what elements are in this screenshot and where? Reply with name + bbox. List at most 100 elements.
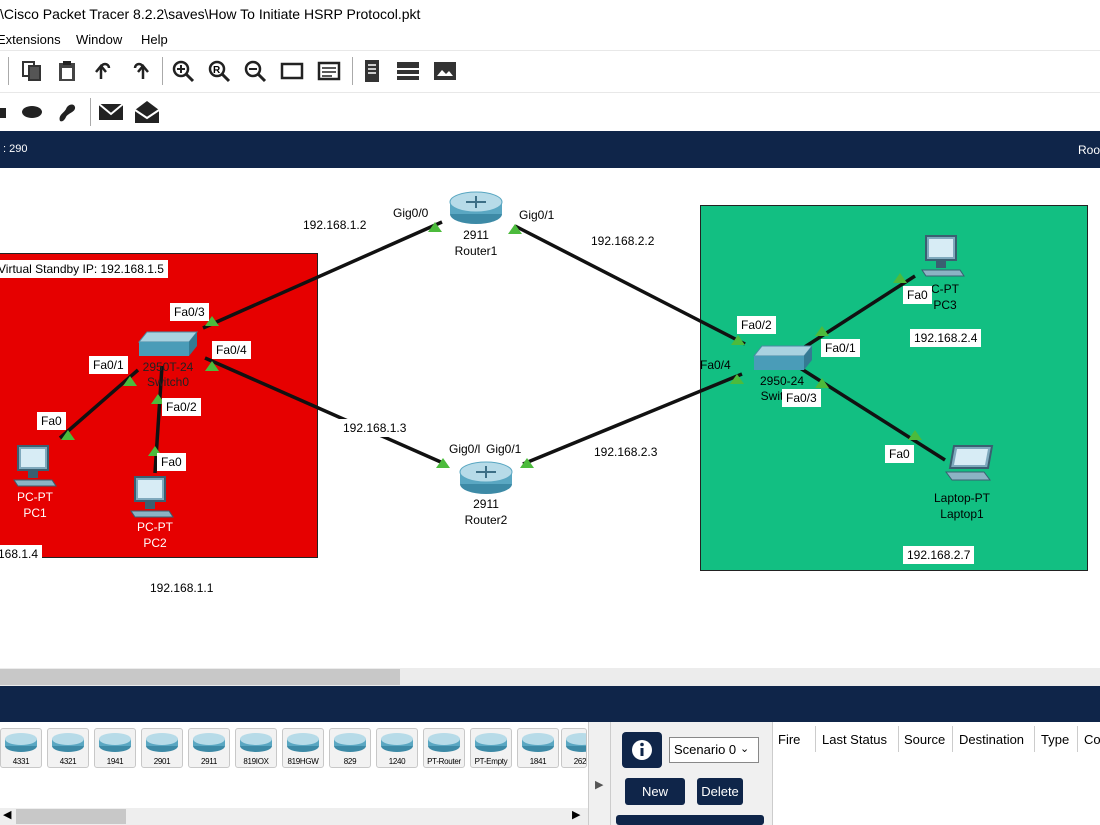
port-label: Gig0/l (449, 442, 481, 456)
router-icon (146, 733, 178, 752)
freeform-shape-icon[interactable] (53, 98, 81, 126)
device-button[interactable]: 1941 (94, 728, 136, 768)
switch-icon[interactable] (752, 344, 814, 374)
link-router1-switch1[interactable] (514, 224, 746, 346)
new-scenario-button[interactable]: New (625, 778, 685, 805)
column-header-type[interactable]: Type (1041, 732, 1070, 747)
pc3-name: PC3 (933, 298, 957, 312)
ellipse-shape-icon[interactable] (18, 98, 46, 126)
device-button[interactable]: 819HGW (282, 728, 324, 768)
pc-icon[interactable] (129, 475, 175, 519)
ip-label[interactable]: 168.1.4 (0, 545, 43, 563)
scrollbar-thumb[interactable] (0, 669, 400, 685)
zoom-reset-icon[interactable]: R (205, 57, 233, 85)
column-header-destination[interactable]: Destination (959, 732, 1025, 747)
virtual-standby-note[interactable]: Virtual Standby IP: 192.168.1.5 (0, 260, 168, 278)
column-header-last-status[interactable]: Last Status (822, 732, 888, 747)
undo-icon[interactable] (90, 57, 118, 85)
drawing-toolbar (0, 92, 1100, 131)
scroll-right-icon[interactable]: ▶ (572, 809, 581, 821)
device-caption: 819HGW (287, 757, 319, 766)
device-button[interactable]: 1240 (376, 728, 418, 768)
switch0-name: Switch0 (146, 375, 190, 389)
device-button[interactable]: 2901 (141, 728, 183, 768)
link-up-indicator (151, 394, 165, 404)
rectangle-icon[interactable] (278, 57, 306, 85)
link-switch0-pc1[interactable] (58, 368, 140, 440)
redo-icon[interactable] (126, 57, 154, 85)
device-button[interactable]: 4331 (0, 728, 42, 768)
zoom-out-icon[interactable] (241, 57, 269, 85)
scroll-left-icon[interactable]: ◀ (3, 809, 12, 821)
device-button[interactable]: 829 (329, 728, 371, 768)
device-button[interactable]: 4321 (47, 728, 89, 768)
simple-pdu-icon[interactable] (97, 98, 125, 126)
link-up-indicator (428, 222, 442, 232)
router-icon (240, 733, 272, 752)
complex-pdu-icon[interactable] (133, 98, 161, 126)
port-label: Fa0/4 (700, 358, 731, 372)
link-switch0-router1[interactable] (202, 220, 443, 330)
port-label: Fa0 (903, 286, 932, 304)
palette-icon[interactable] (315, 57, 343, 85)
column-header-color[interactable]: Col (1084, 732, 1100, 747)
info-button[interactable] (622, 732, 662, 768)
ip-label[interactable]: 192.168.2.4 (910, 329, 982, 347)
laptop1-name: Laptop1 (940, 507, 984, 521)
port-label: Fa0/1 (89, 356, 128, 374)
toggle-pdu-list-button[interactable] (616, 815, 764, 825)
port-label: Fa0/3 (782, 389, 821, 407)
link-switch0-router2[interactable] (204, 356, 444, 465)
router-icon (99, 733, 131, 752)
rectangle-shape-icon[interactable] (0, 108, 6, 118)
ip-label[interactable]: 192.168.1.2 (299, 216, 371, 234)
ip-label[interactable]: 192.168.1.3 (339, 419, 411, 437)
network-icon[interactable] (394, 57, 422, 85)
port-label: Fa0/4 (212, 341, 251, 359)
scenario-select[interactable]: Scenario 0 ⌄ (669, 737, 759, 763)
scrollbar-thumb[interactable] (16, 809, 126, 824)
menu-window[interactable]: Window (76, 32, 123, 47)
expand-arrow-icon[interactable]: ▶ (595, 779, 604, 791)
menu-help[interactable]: Help (141, 32, 168, 47)
device-button[interactable]: 1841 (517, 728, 559, 768)
logical-workspace[interactable]: 2911 Router1 2911 Router2 2950T-24 Switc… (0, 168, 1100, 668)
router-icon[interactable] (448, 190, 504, 226)
device-caption: 4321 (59, 757, 77, 766)
router-icon[interactable] (458, 460, 514, 496)
paste-icon[interactable] (53, 57, 81, 85)
zoom-in-icon[interactable] (169, 57, 197, 85)
switch-icon[interactable] (137, 330, 199, 360)
image-icon[interactable] (431, 57, 459, 85)
device-button[interactable]: 2620 (561, 728, 587, 768)
device-palette-scrollbar[interactable]: ◀ ▶ (0, 808, 588, 825)
pc-icon[interactable] (920, 234, 966, 278)
link-router2-switch1[interactable] (522, 372, 743, 466)
device-caption: 819IOX (243, 757, 269, 766)
panel-splitter[interactable]: ▶ (588, 722, 611, 825)
workspace-nav-bar: : 290 Roo (0, 131, 1100, 168)
pdu-list-table: Fire Last Status Source Destination Type… (772, 722, 1100, 825)
device-list-icon[interactable] (358, 57, 386, 85)
ip-label[interactable]: 192.168.2.2 (587, 232, 659, 250)
device-button[interactable]: PT-Empty (470, 728, 512, 768)
device-button[interactable]: 2911 (188, 728, 230, 768)
pc1-name: PC1 (23, 506, 47, 520)
device-button[interactable]: PT-Router (423, 728, 465, 768)
ip-label[interactable]: 192.168.2.7 (903, 546, 975, 564)
menu-extensions[interactable]: Extensions (0, 32, 61, 47)
pc-icon[interactable] (12, 444, 58, 488)
column-header-fire[interactable]: Fire (778, 732, 801, 747)
workspace-scrollbar[interactable] (0, 668, 1100, 686)
link-switch1-pc3[interactable] (799, 274, 916, 352)
delete-scenario-button[interactable]: Delete (697, 778, 743, 805)
navbar-root-button[interactable]: Roo (1077, 143, 1100, 157)
device-button[interactable]: 819IOX (235, 728, 277, 768)
copy-icon[interactable] (18, 57, 46, 85)
ip-label[interactable]: 192.168.1.1 (146, 579, 218, 597)
column-header-source[interactable]: Source (904, 732, 946, 747)
pc1-model: PC-PT (17, 490, 53, 504)
ip-label[interactable]: 192.168.2.3 (590, 443, 662, 461)
laptop-icon[interactable] (944, 444, 994, 484)
main-toolbar: R (0, 50, 1100, 93)
